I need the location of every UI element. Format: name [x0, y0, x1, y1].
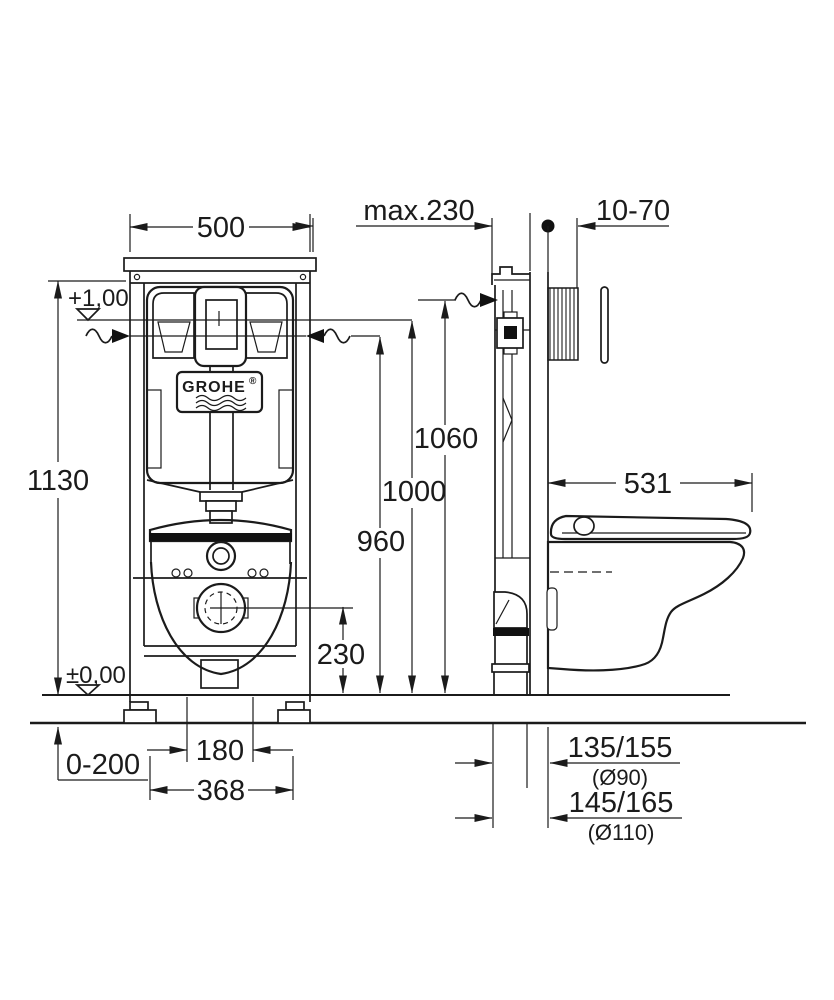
- frame-feet: [123, 701, 311, 724]
- side-view: [491, 266, 752, 828]
- dim-outer-width: 368: [197, 775, 245, 807]
- flush-window-inner: [205, 299, 238, 350]
- toilet-side-profile: [546, 514, 752, 672]
- flush-connector-inner: [212, 547, 230, 565]
- dim-wall-finish: 10-70: [596, 195, 670, 227]
- cistern-panel-left-detail: [157, 321, 191, 353]
- logo-wave-1: [195, 394, 247, 402]
- dim-outlet-offset-110: 145/165: [569, 787, 674, 819]
- dim-actuation-height: 1000: [382, 476, 447, 508]
- cistern-slot-right: [278, 389, 294, 469]
- dim-bolt-spacing: 180: [196, 735, 244, 767]
- dim-max-depth: max.230: [363, 195, 474, 227]
- dim-outlet-pipe-90: (Ø90): [592, 765, 648, 790]
- dim-outlet-pipe-110: (Ø110): [588, 820, 655, 845]
- wall-finish-hatch: [547, 287, 579, 361]
- dim-supply-height: 1060: [414, 423, 479, 455]
- foot-right-plate: [277, 709, 311, 724]
- drain-outlet: [193, 582, 353, 689]
- bowl-dome: [148, 518, 293, 543]
- frame-top-plate: [123, 257, 317, 272]
- column-brace-2: [502, 419, 513, 443]
- water-supply-arrow-side: [454, 292, 498, 308]
- cistern-panel-left: [152, 292, 195, 359]
- foot-left-collar: [129, 701, 149, 711]
- bowl-dark-band: [149, 533, 292, 541]
- column-brace-1: [502, 397, 513, 421]
- level-top-triangle: [74, 308, 102, 322]
- top-bracket: [491, 266, 530, 285]
- cistern-slot-left: [146, 389, 162, 469]
- dim-outlet-offset-90: 135/155: [568, 732, 673, 764]
- dim-bowl-depth: 531: [624, 468, 672, 500]
- dim-floor-buildup: 0-200: [66, 749, 140, 781]
- water-supply-arrow-right: [306, 328, 351, 344]
- dim-inlet-height: 960: [357, 526, 405, 558]
- water-supply-arrow-left: [85, 328, 130, 344]
- front-view: GROHE ®: [77, 257, 412, 724]
- foot-right-collar: [285, 701, 305, 711]
- logo-wave-2: [195, 399, 247, 407]
- flush-connector-outer: [205, 540, 237, 572]
- bowl-profile: [546, 540, 746, 672]
- logo-wave-3: [195, 404, 247, 412]
- cistern-panel-right-detail: [249, 321, 283, 353]
- toilet-bowl-front: [148, 518, 293, 676]
- grohe-logo: GROHE ®: [175, 370, 264, 414]
- frame-hole-right: [299, 273, 307, 281]
- mounting-bolts: [171, 568, 269, 578]
- mounting-bracket: [546, 587, 558, 631]
- drain-spigot: [200, 659, 239, 689]
- seat-hinge: [573, 516, 595, 536]
- fill-valve: [496, 311, 524, 355]
- flush-funnel: [146, 479, 294, 524]
- floor-lines: [30, 694, 806, 725]
- frame-hole-left: [133, 273, 141, 281]
- registered-mark: ®: [249, 376, 257, 387]
- level-zero-triangle: [74, 684, 102, 697]
- foot-left-plate: [123, 709, 157, 724]
- drain-elbow: [491, 591, 530, 828]
- actuation-plate: [600, 286, 609, 364]
- dimensions-side: max.230 10-70 1060 1000 960 531: [295, 195, 753, 845]
- dim-height: 1130: [27, 465, 89, 497]
- grohe-logo-text: GROHE: [182, 379, 246, 396]
- cistern-panel-right: [245, 292, 288, 359]
- dim-width: 500: [197, 212, 245, 244]
- level-top-label: +1,00: [68, 285, 129, 312]
- bowl-outline: [149, 561, 293, 676]
- dim-outlet-height: 230: [317, 639, 365, 671]
